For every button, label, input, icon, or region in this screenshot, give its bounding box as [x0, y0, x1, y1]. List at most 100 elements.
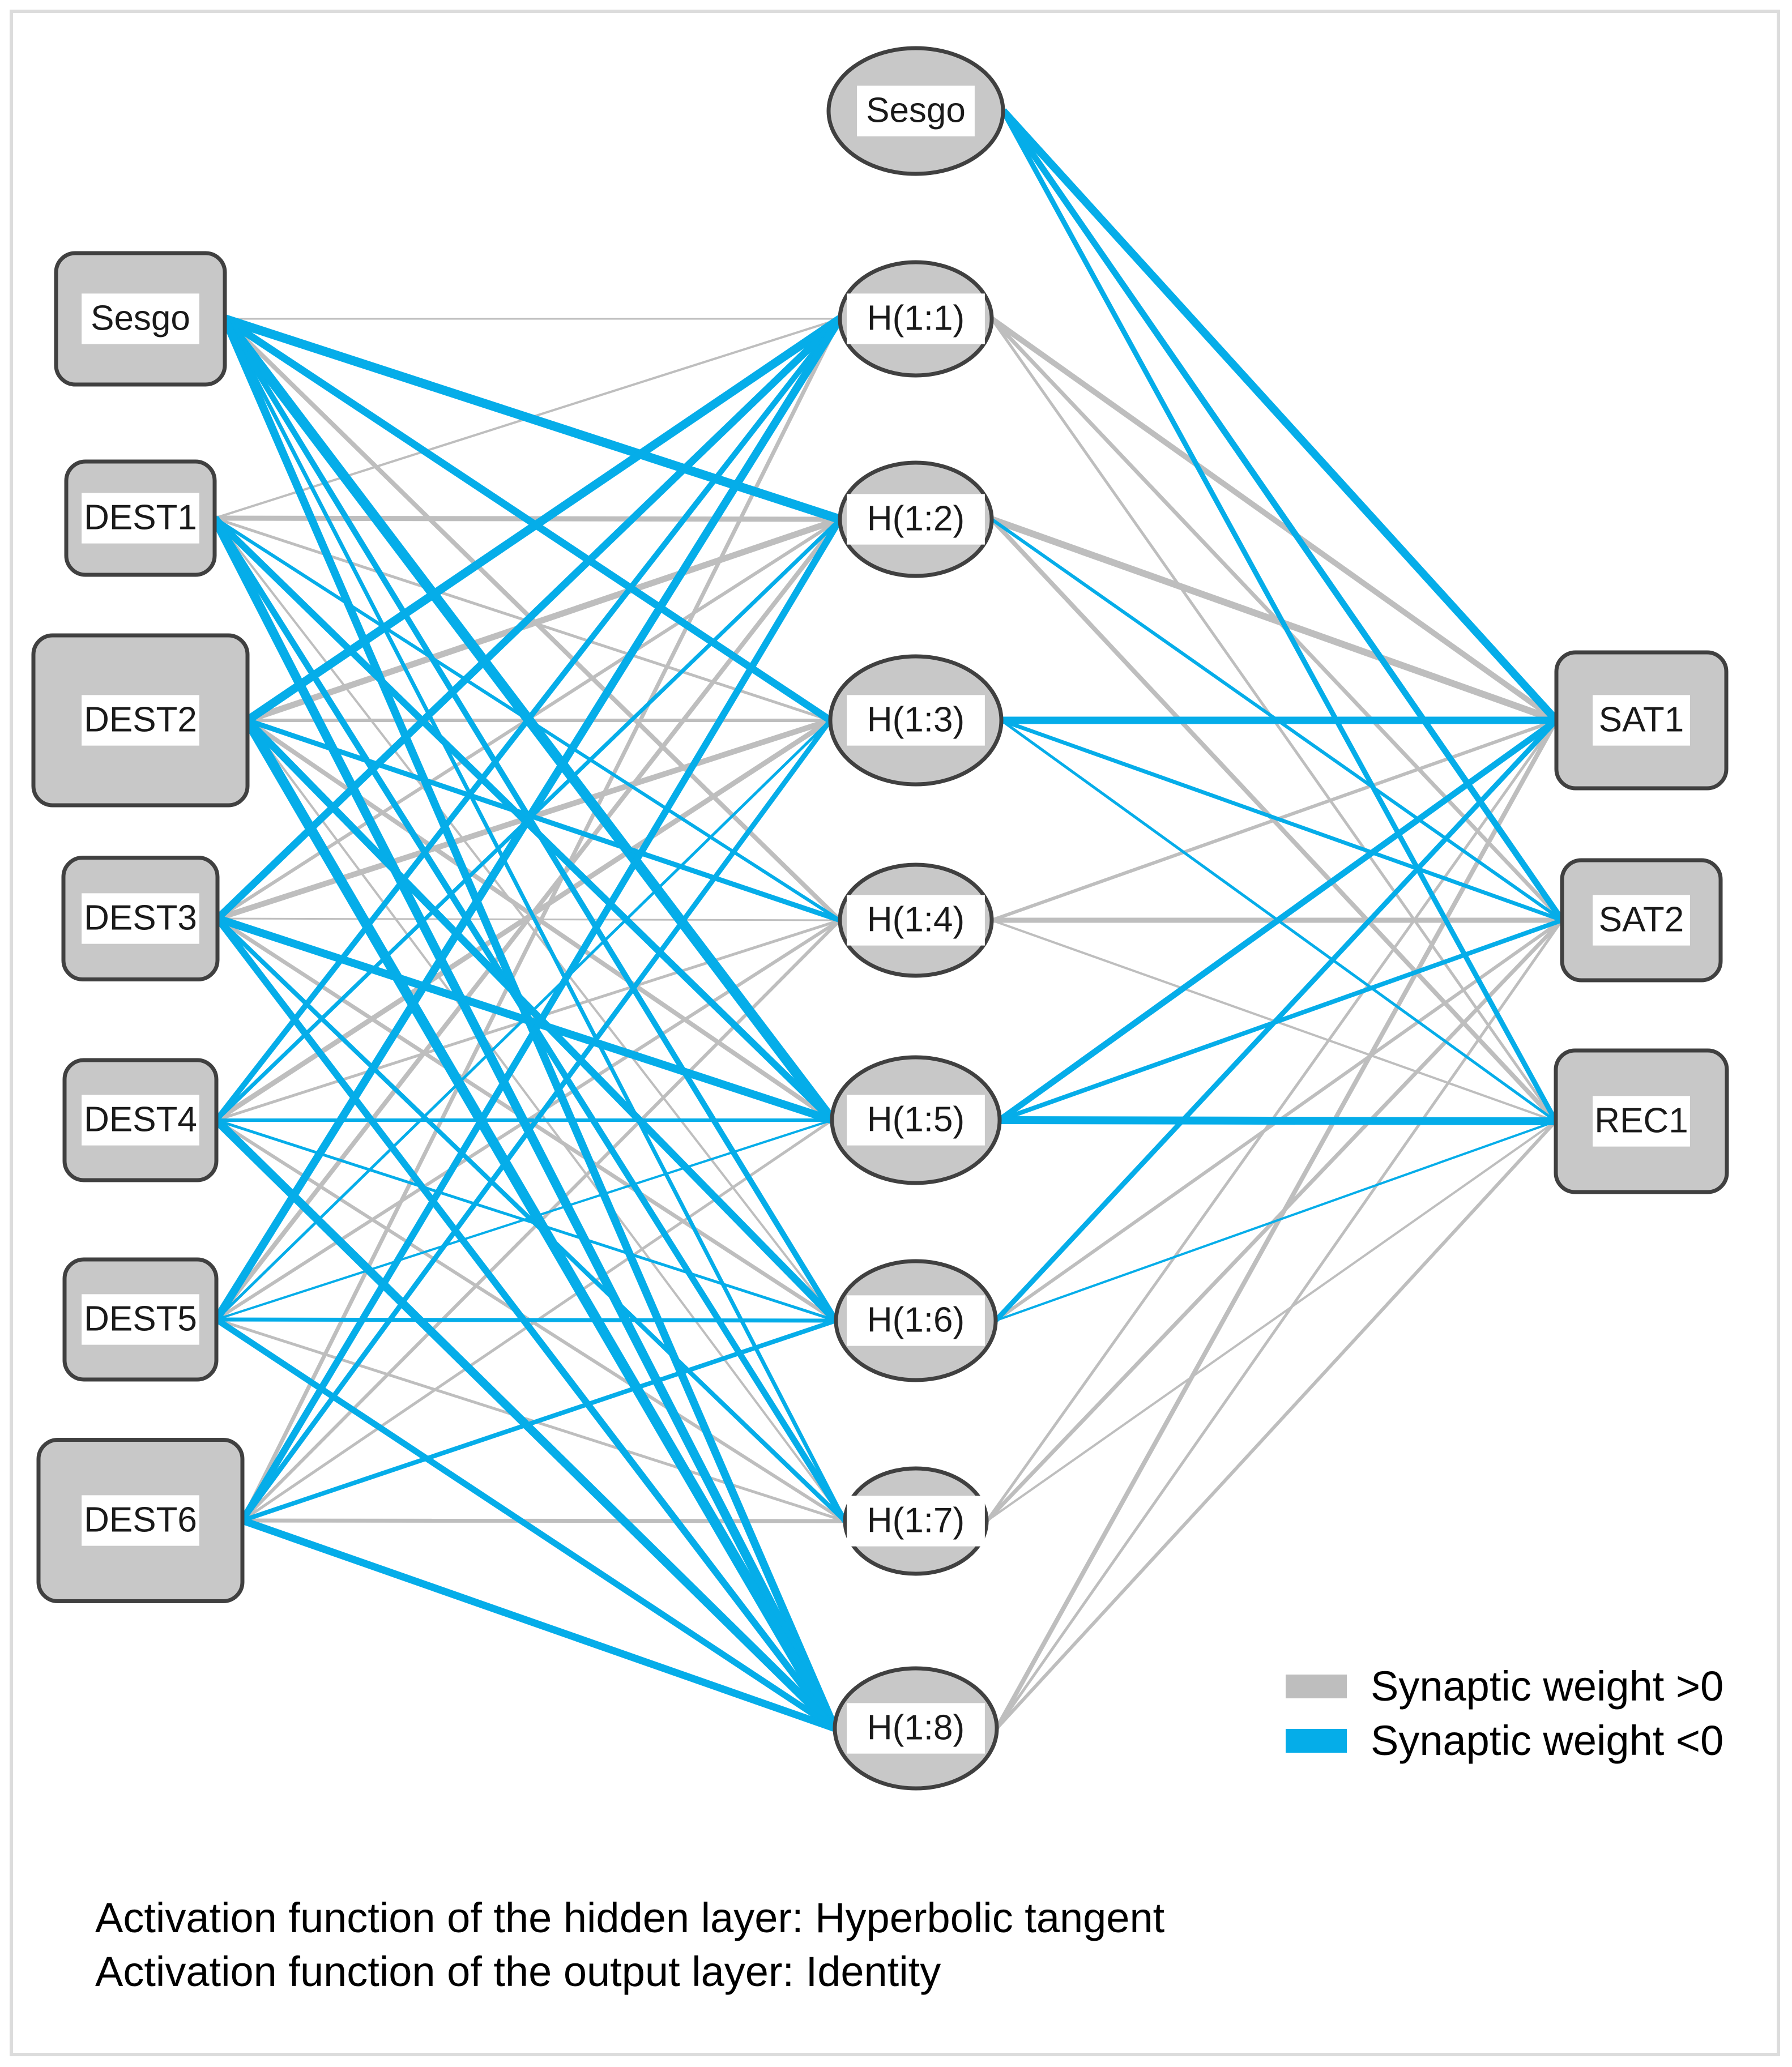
node-h7[interactable]: H(1:7) [843, 1466, 989, 1576]
synapse-in-dest2-h1 [245, 315, 843, 724]
node-label-background [1593, 695, 1690, 746]
node-label-background [82, 493, 199, 544]
synapse-h1-o-sat1 [990, 316, 1558, 723]
synapse-h-bias-o-sat1 [1000, 108, 1560, 723]
synapse-h-bias-o-rec1 [1001, 109, 1558, 1123]
node-label-background [857, 86, 975, 136]
node-label: SAT1 [1599, 700, 1684, 739]
node-label: H(1:3) [867, 700, 965, 739]
synapse-in-dest6-h2 [239, 517, 843, 1523]
node-h-bias[interactable]: Sesgo [826, 46, 1005, 176]
node-label-background [847, 895, 985, 946]
node-h3[interactable]: H(1:3) [828, 654, 1004, 787]
synapse-h5-o-rec1 [999, 1116, 1556, 1125]
node-label: DEST6 [84, 1500, 197, 1539]
node-label: H(1:5) [867, 1100, 965, 1139]
node-in-dest5[interactable]: DEST5 [62, 1257, 219, 1382]
activation-captions: Activation function of the hidden layer:… [95, 1891, 1164, 1998]
node-in-dest2[interactable]: DEST2 [31, 633, 250, 808]
synapse-h4-o-sat1 [991, 719, 1558, 922]
legend-item-negative: Synaptic weight <0 [1286, 1714, 1739, 1768]
synapse-h7-o-rec1 [985, 1120, 1557, 1522]
node-h2[interactable]: H(1:2) [838, 460, 994, 578]
node-label: H(1:1) [867, 298, 965, 338]
synapse-in-dest2-h2 [246, 516, 841, 724]
node-label-background [847, 1095, 985, 1146]
synapse-in-dest5-h6 [216, 1317, 837, 1323]
synapse-h5-o-sat2 [999, 918, 1563, 1122]
synapse-h8-o-sat2 [995, 919, 1564, 1729]
synapse-h6-o-sat1 [993, 718, 1559, 1323]
node-label: Sesgo [91, 298, 190, 338]
synapse-in-bias-h3 [223, 315, 833, 724]
synapse-h6-o-rec1 [995, 1120, 1556, 1322]
output-activation-caption: Activation function of the output layer:… [95, 1948, 941, 1995]
node-label-background [82, 695, 199, 746]
node-label-background [1593, 895, 1690, 946]
node-label: Sesgo [866, 91, 966, 130]
node-in-bias[interactable]: Sesgo [54, 251, 227, 387]
legend-item-positive: Synaptic weight >0 [1286, 1659, 1739, 1714]
node-label-background [1593, 1096, 1690, 1147]
node-h8[interactable]: H(1:8) [833, 1666, 999, 1791]
synapse-in-dest5-h1 [213, 317, 843, 1322]
node-label: DEST3 [84, 898, 197, 937]
synapse-in-dest3-h8 [215, 916, 838, 1731]
synapse-in-dest5-h5 [216, 1119, 833, 1321]
node-label: REC1 [1594, 1101, 1688, 1140]
edges-layer [210, 108, 1565, 1732]
synapse-in-dest5-h7 [216, 1318, 846, 1523]
synapse-in-dest6-h8 [241, 1517, 837, 1732]
synapse-in-dest2-h4 [246, 718, 841, 923]
node-label: H(1:7) [867, 1501, 965, 1540]
synapse-in-dest3-h1 [215, 316, 843, 921]
synapse-in-dest4-h1 [214, 317, 842, 1122]
node-label-background [82, 1294, 199, 1345]
node-in-dest6[interactable]: DEST6 [36, 1438, 245, 1603]
synapse-in-dest1-h5 [212, 515, 835, 1123]
node-label: H(1:6) [867, 1300, 965, 1339]
node-label-background [847, 1496, 985, 1547]
node-label: DEST1 [84, 498, 197, 537]
node-label-background [82, 1495, 199, 1546]
node-in-dest3[interactable]: DEST3 [61, 856, 220, 981]
hidden-activation-caption: Activation function of the hidden layer:… [95, 1894, 1165, 1941]
synapse-h3-o-sat2 [1000, 718, 1563, 923]
node-label: DEST2 [84, 700, 197, 739]
node-label-background [847, 1295, 985, 1346]
node-label-background [82, 1095, 199, 1146]
node-label-background [847, 293, 985, 344]
node-h6[interactable]: H(1:6) [834, 1259, 998, 1382]
node-o-sat2[interactable]: SAT2 [1560, 858, 1723, 983]
node-h4[interactable]: H(1:4) [838, 862, 994, 978]
node-label-background [847, 494, 985, 545]
synapse-h5-o-sat1 [997, 718, 1559, 1123]
node-h5[interactable]: H(1:5) [830, 1055, 1002, 1185]
node-h1[interactable]: H(1:1) [838, 260, 994, 378]
synapse-in-dest5-h2 [214, 518, 842, 1321]
legend-swatch-positive [1286, 1675, 1347, 1698]
synapse-h-bias-o-sat2 [1000, 109, 1565, 923]
legend: Synaptic weight >0 Synaptic weight <0 [1286, 1659, 1739, 1768]
node-o-sat1[interactable]: SAT1 [1554, 650, 1729, 791]
node-label-background [82, 293, 199, 344]
node-label: H(1:4) [867, 900, 965, 939]
node-o-rec1[interactable]: REC1 [1554, 1048, 1729, 1194]
synapse-h8-o-rec1 [995, 1120, 1558, 1730]
node-label-background [847, 1703, 985, 1754]
node-label: H(1:8) [867, 1708, 965, 1747]
node-in-dest4[interactable]: DEST4 [62, 1058, 219, 1182]
legend-swatch-negative [1286, 1729, 1347, 1753]
synapse-in-dest1-h8 [210, 516, 839, 1731]
node-label: SAT2 [1599, 900, 1684, 939]
synapse-in-dest1-h3 [214, 516, 831, 722]
synapse-h8-o-sat1 [995, 719, 1559, 1729]
synapse-h2-o-sat1 [990, 516, 1558, 724]
node-label: H(1:2) [867, 499, 965, 538]
synapse-in-dest5-h3 [215, 719, 831, 1321]
synapse-in-dest6-h3 [240, 719, 833, 1522]
node-in-dest1[interactable]: DEST1 [64, 459, 217, 577]
